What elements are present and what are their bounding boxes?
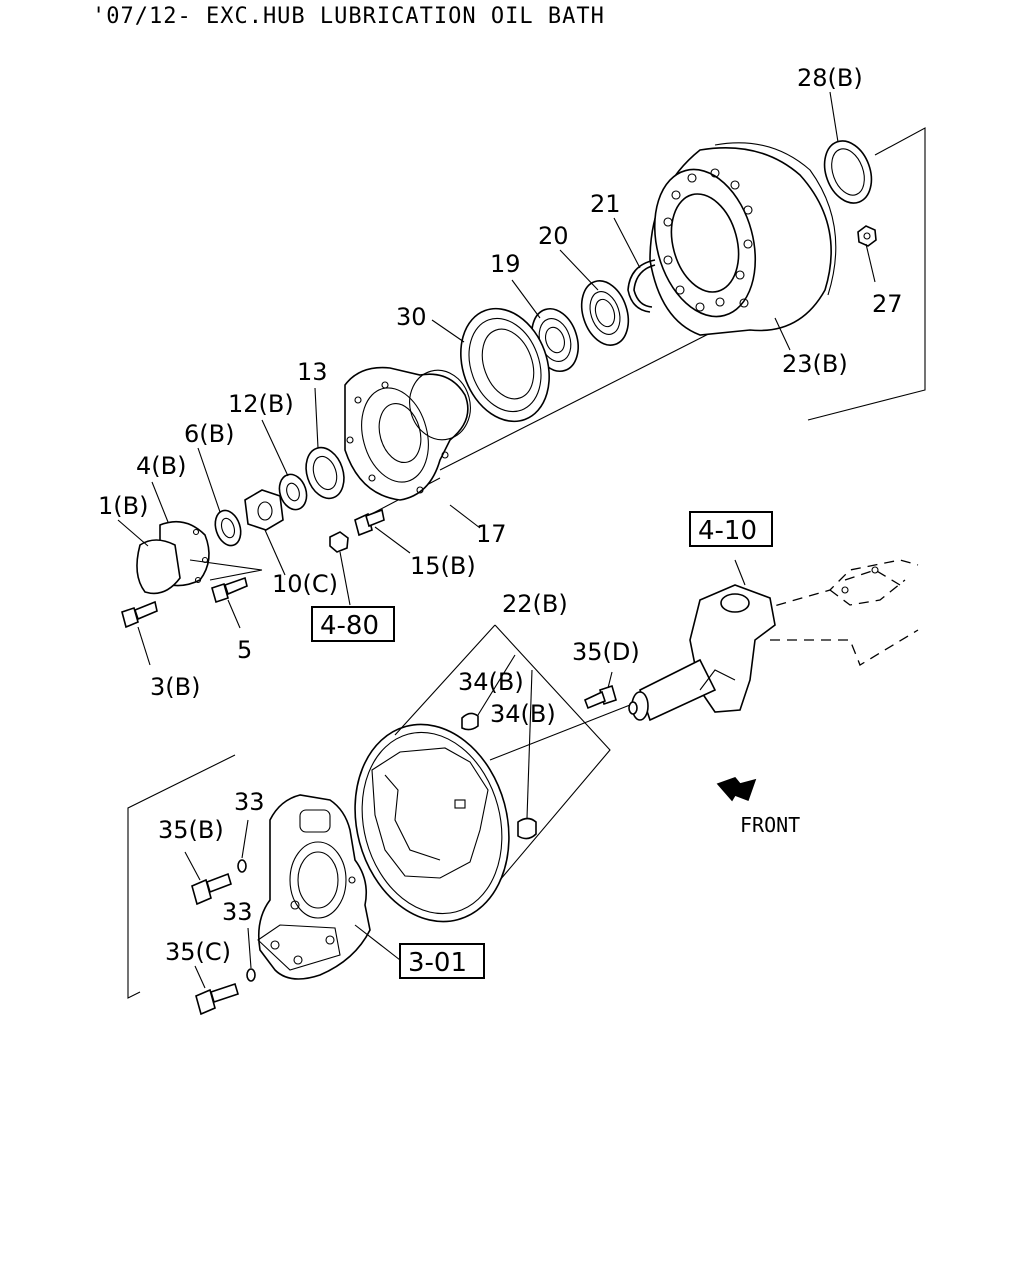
ref-box-4-10[interactable]: 4-10 bbox=[689, 511, 773, 547]
label-35c: 35(C) bbox=[165, 938, 231, 966]
label-30: 30 bbox=[396, 303, 427, 331]
ref-box-3-01[interactable]: 3-01 bbox=[399, 943, 485, 979]
bolt-5 bbox=[211, 576, 248, 604]
label-33-2: 33 bbox=[222, 898, 253, 926]
label-22b: 22(B) bbox=[502, 590, 568, 618]
plug-34a bbox=[461, 712, 479, 731]
washer-33a bbox=[237, 859, 247, 873]
snap-ring-21 bbox=[627, 259, 656, 313]
nut-10 bbox=[244, 489, 284, 531]
label-5: 5 bbox=[237, 636, 252, 664]
label-35b: 35(B) bbox=[158, 816, 224, 844]
bracket-drum bbox=[807, 127, 926, 421]
stud-nut bbox=[329, 531, 349, 553]
label-19: 19 bbox=[490, 250, 521, 278]
bolt-3 bbox=[121, 600, 158, 629]
oil-seal-28 bbox=[823, 140, 873, 204]
label-27: 27 bbox=[872, 290, 903, 318]
label-17: 17 bbox=[476, 520, 507, 548]
label-6b: 6(B) bbox=[184, 420, 234, 448]
axis-line-hub bbox=[439, 317, 741, 471]
label-21: 21 bbox=[590, 190, 621, 218]
bolt-35b bbox=[191, 872, 232, 906]
hub-cap-1 bbox=[136, 520, 210, 595]
backing-plate-22 bbox=[354, 723, 510, 923]
svg-text:4-10: 4-10 bbox=[698, 516, 757, 546]
label-1b: 1(B) bbox=[98, 492, 148, 520]
diagram-title: '07/12- EXC.HUB LUBRICATION OIL BATH bbox=[92, 4, 605, 29]
label-15b: 15(B) bbox=[410, 552, 476, 580]
bolt-35c bbox=[195, 982, 239, 1016]
label-3b: 3(B) bbox=[150, 673, 200, 701]
label-33-1: 33 bbox=[234, 788, 265, 816]
label-23b: 23(B) bbox=[782, 350, 848, 378]
washer-33b bbox=[246, 968, 256, 982]
wheel-stud-15 bbox=[354, 508, 385, 537]
svg-text:4-80: 4-80 bbox=[320, 611, 379, 641]
label-35d: 35(D) bbox=[572, 638, 640, 666]
label-4b: 4(B) bbox=[136, 452, 186, 480]
tone-ring-30 bbox=[460, 307, 550, 423]
ref-box-4-80[interactable]: 4-80 bbox=[311, 606, 395, 642]
axle-beam bbox=[759, 559, 919, 666]
leader-4-10 bbox=[734, 559, 746, 586]
label-34b-2: 34(B) bbox=[490, 700, 556, 728]
bearing-13 bbox=[305, 446, 345, 500]
label-10c: 10(C) bbox=[272, 570, 338, 598]
plug-34b bbox=[517, 817, 537, 840]
brake-drum bbox=[649, 142, 837, 336]
label-20: 20 bbox=[538, 222, 569, 250]
lock-washer-6 bbox=[214, 509, 242, 547]
label-front: FRONT bbox=[740, 813, 800, 837]
label-12b: 12(B) bbox=[228, 390, 294, 418]
brake-anchor-plate bbox=[257, 794, 371, 980]
bolt-35d bbox=[583, 684, 617, 710]
nut-27 bbox=[857, 225, 877, 247]
label-28b: 28(B) bbox=[797, 64, 863, 92]
wheel-hub-17 bbox=[344, 366, 471, 501]
bracket-anchor bbox=[127, 754, 236, 999]
seal-20 bbox=[580, 280, 630, 346]
front-arrow-icon bbox=[716, 777, 757, 802]
label-34b-1: 34(B) bbox=[458, 668, 524, 696]
svg-text:3-01: 3-01 bbox=[408, 948, 467, 978]
steering-knuckle bbox=[628, 584, 776, 722]
label-13: 13 bbox=[297, 358, 328, 386]
axis-line-plate bbox=[489, 704, 631, 761]
